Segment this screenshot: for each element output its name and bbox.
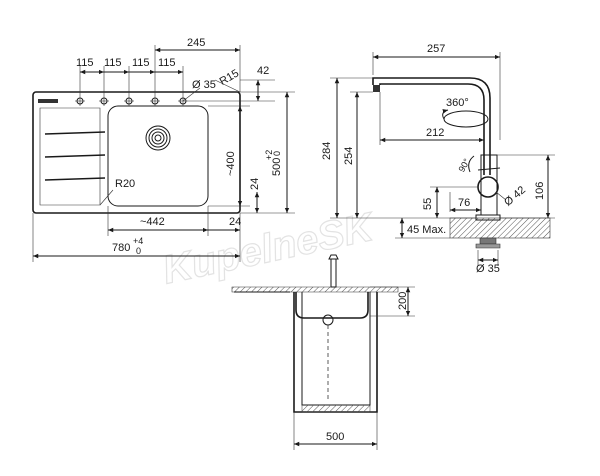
dim-780: 780	[112, 242, 130, 254]
dim-284: 284	[321, 142, 333, 160]
dim-115-b: 115	[104, 57, 122, 69]
dim-115-a: 115	[76, 57, 94, 69]
dim-76: 76	[458, 197, 470, 209]
brand-logo-strip	[38, 99, 58, 103]
faucet-small	[330, 258, 337, 288]
dim-212: 212	[426, 127, 444, 139]
dim-d35-base: Ø 35	[476, 263, 500, 275]
dim-780-tol-plus: +4	[133, 236, 143, 246]
dim-r20: R20	[115, 178, 135, 190]
dim-500-tol-zero: 0	[272, 151, 282, 156]
cabinet-body	[293, 292, 378, 413]
dim-24-horizontal: 24	[229, 216, 241, 228]
dim-42: 42	[257, 65, 269, 77]
dim-500: 500	[271, 158, 283, 176]
dim-55: 55	[422, 198, 434, 210]
dim-257: 257	[427, 43, 445, 55]
dim-500-cabinet: 500	[326, 431, 344, 443]
dim-115-c: 115	[132, 57, 150, 69]
dim-245: 245	[187, 37, 205, 49]
worktop-section	[449, 217, 551, 239]
cabinet-bowl	[295, 292, 369, 319]
dim-115-d: 115	[158, 57, 176, 69]
sink-bowl	[107, 105, 209, 207]
dim-d35-hole: Ø 35	[192, 79, 216, 91]
dim-254: 254	[343, 147, 355, 165]
dim-24-vertical: 24	[249, 178, 261, 190]
dim-106: 106	[534, 182, 546, 200]
dim-360: 360°	[446, 97, 469, 109]
sink-outline	[32, 91, 241, 214]
rotation-icon	[443, 110, 489, 128]
tap-holes	[75, 96, 188, 106]
dim-400: ~400	[225, 151, 237, 176]
drainboard-grooves	[44, 131, 106, 181]
dim-500-tol-plus: +2	[264, 150, 274, 160]
dim-780-tol-zero: 0	[136, 246, 141, 256]
faucet-spout	[372, 77, 491, 175]
dim-442: ~442	[140, 216, 165, 228]
dim-45-max: 45 Max.	[407, 224, 446, 236]
dim-r15: R15	[218, 67, 241, 87]
sink-top-view: 245 115 115 115 115 R15 Ø 35 42 ~400 24	[32, 37, 295, 262]
dim-200: 200	[397, 292, 409, 310]
dim-d42: Ø 42	[502, 184, 528, 209]
cabinet-worktop	[231, 286, 399, 293]
cabinet-section-view: 200 500	[231, 254, 415, 450]
drain-icon	[145, 125, 171, 151]
